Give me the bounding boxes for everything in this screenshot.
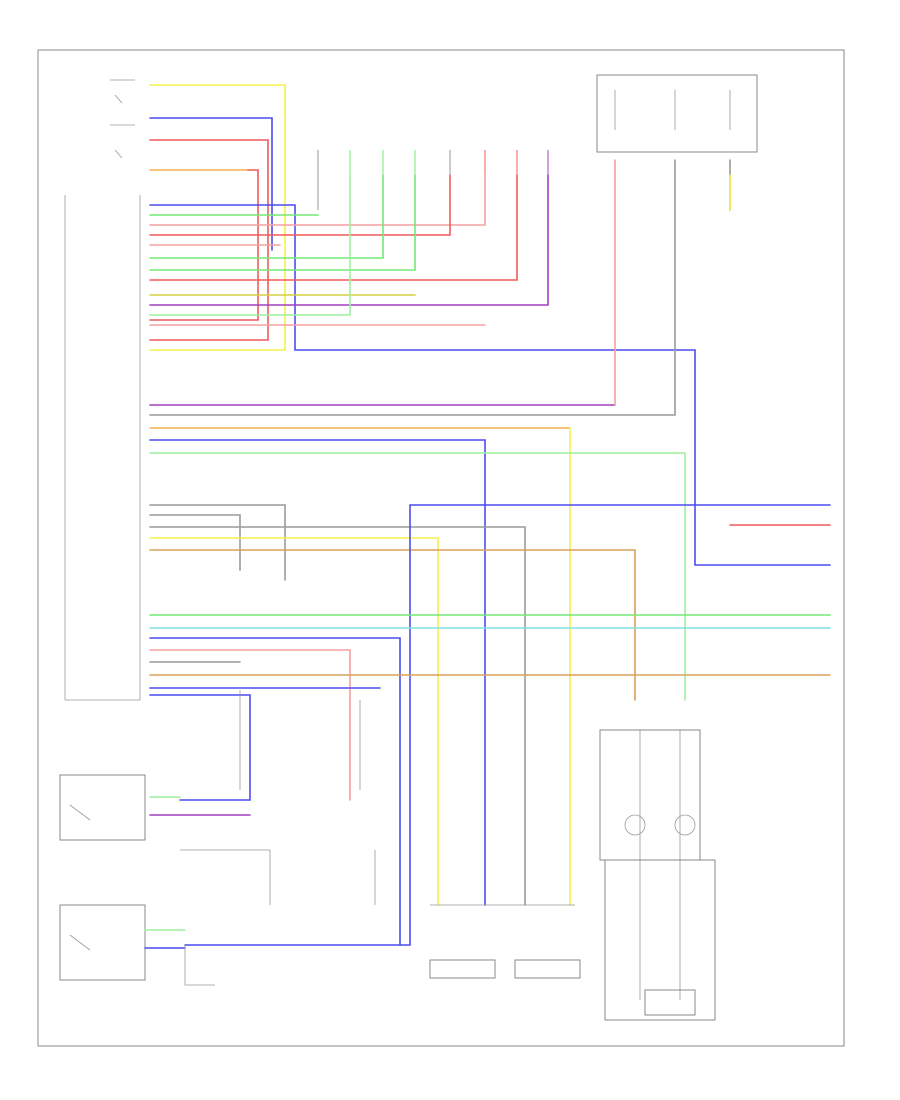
wire-bundle-lower	[149, 504, 831, 946]
diagram-border	[37, 49, 845, 1047]
bottom-connectors	[429, 904, 581, 979]
bottom-right-device	[599, 729, 716, 1021]
control-module	[64, 195, 141, 701]
top-right-module	[596, 74, 758, 153]
top-left-switches	[110, 79, 135, 159]
center-sensor-module	[180, 690, 376, 905]
wire-bundle-right	[149, 159, 831, 946]
wire-bundle-mid	[149, 159, 686, 906]
seatbelt-switch-front	[59, 774, 146, 841]
wire-bundle-top	[149, 84, 831, 566]
seatbelt-switch-rear	[59, 904, 215, 986]
top-connector-stubs	[317, 150, 549, 210]
